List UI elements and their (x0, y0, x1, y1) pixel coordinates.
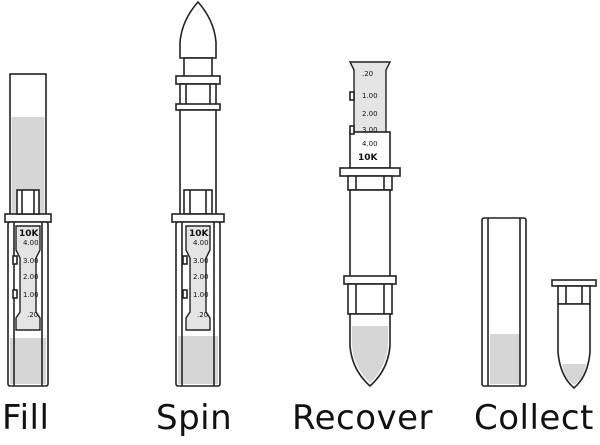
fill-grad-3: 3.00 (23, 257, 39, 265)
recover-grad-2: 2.00 (362, 110, 378, 118)
step-label-spin: Spin (156, 398, 233, 438)
spin-grad-020: .20 (197, 311, 208, 319)
spin-grad-1: 1.00 (193, 291, 209, 299)
step-label-fill: Fill (2, 398, 50, 438)
collect-step-device (481, 217, 597, 390)
fill-grad-1: 1.00 (23, 291, 39, 299)
step-label-recover: Recover (292, 398, 434, 438)
fill-grad-020: .20 (27, 311, 38, 319)
process-diagram: .o{fill:#fff;stroke:#222;stroke-width:1.… (4, 0, 597, 390)
fill-grad-2: 2.00 (23, 273, 39, 281)
spin-grad-2: 2.00 (193, 273, 209, 281)
fill-step-device: 10K 4.00 3.00 2.00 1.00 .20 (4, 73, 52, 387)
recover-grad-3: 3.00 (362, 126, 378, 134)
recover-grad-1: 1.00 (362, 92, 378, 100)
recover-step-device: .20 1.00 2.00 3.00 4.00 10K (339, 61, 401, 388)
recover-grad-4: 4.00 (362, 140, 378, 148)
spin-mwco-label: 10K (189, 229, 210, 239)
fill-mwco-label: 10K (19, 229, 40, 239)
spin-grad-3: 3.00 (193, 257, 209, 265)
fill-grad-4: 4.00 (23, 239, 39, 247)
recover-grad-020: .20 (362, 70, 373, 78)
spin-grad-4: 4.00 (193, 239, 209, 247)
spin-step-device: 10K 4.00 3.00 2.00 1.00 .20 (171, 0, 225, 387)
step-label-collect: Collect (474, 398, 594, 438)
recover-mwco-label: 10K (358, 153, 379, 163)
